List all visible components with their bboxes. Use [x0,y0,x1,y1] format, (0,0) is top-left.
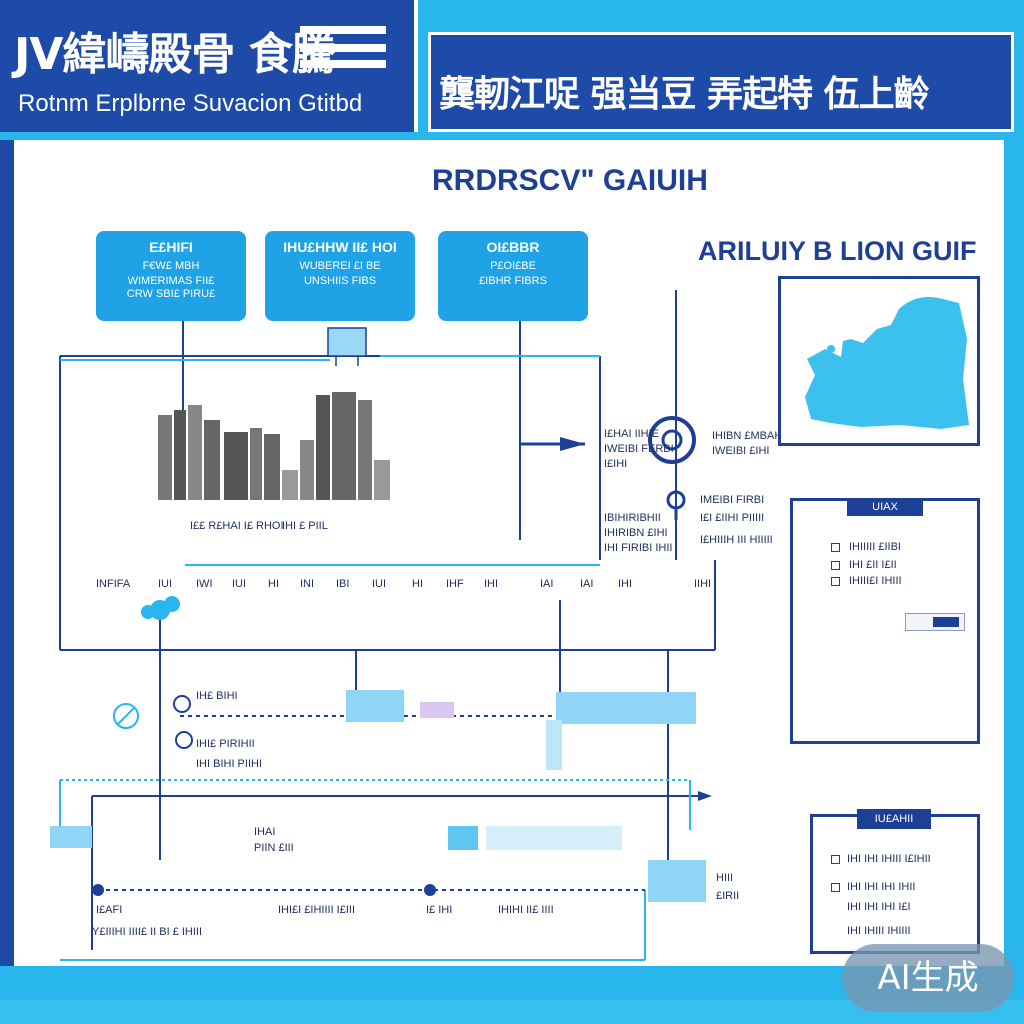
mini-button-fill [933,617,959,627]
bottom-mid-label: IHI£I £IHIIII I£III [278,904,356,916]
city-caption: I££ R£HAI I£ RHOI [190,520,284,532]
note-line: I£HIIIH III HIIIII [700,534,773,546]
card-line: P£OI£BE [490,260,536,272]
bottom-left-label: I£AFI [96,904,123,916]
map-icon [805,296,969,429]
header-bars-icon [300,20,386,68]
cloud-icon [141,596,180,620]
note-line: IHI BIHI PIIHI [196,758,263,770]
side-title: ARILUIY B LION GUIF [698,236,977,266]
map-location-icon [648,416,696,464]
card-line: UNSHIIS FIBS [303,275,377,287]
route-label: PIIN £III [254,842,294,854]
note-line: IWEIBI FERBI [604,443,674,455]
checkbox[interactable] [831,577,840,586]
timeline-tick: INI [300,578,315,590]
info-line: IHI £II I£II [849,559,897,571]
bottom-caption: Y£IIIHI IIII£ II BI £ IHIII [92,926,203,938]
note-line: I£HAI IIHIE [604,428,660,440]
info-box-details: IU£AHII IHI IHI IHIII I£IHII IHI IHI IHI… [810,809,980,954]
node-dot [424,884,436,896]
mini-chart-icon [448,826,622,850]
header-title-block: JV緯嶹殿骨 食騰 Rotnm Erplbrne Suvacion Gtitbd [0,0,418,132]
route-label: IHAI [254,826,276,838]
note-line: I£IHI [604,458,628,470]
card-line: F€W£ MBH [142,260,200,272]
timeline-tick: IHI [484,578,499,590]
pin-icon [666,490,686,520]
route-label: £IRII [716,890,740,902]
info-box-legend: UIAX IHIIIII £IIBI IHI £II I£II IHIII£I … [790,498,980,744]
city-skyline-icon [158,392,390,500]
note-line: IMEIBI FIRBI [700,494,765,506]
card-line: WIMERIMAS FII£ [127,275,215,287]
card-title: IHU£HHW II£ HOI [283,239,397,255]
ai-generated-badge: AI生成 [842,944,1014,1012]
node-dot [92,884,104,896]
timeline-tick: IUI [158,578,173,590]
note-line: I£I £IIHI PIIIII [700,512,765,524]
timeline-tick: IAI [540,578,554,590]
checkbox[interactable] [831,883,840,892]
info-card-2: IHU£HHW II£ HOI WUBEREI £I BE UNSHIIS FI… [265,231,415,321]
route-blocks [50,690,706,902]
card-line: CRW SBI£ PIRU£ [126,288,216,300]
bottom-mid-label-3: IHIHI II£ IIII [498,904,554,916]
card-line: £IBHR FIBRS [479,275,547,287]
note-line: IHIBN £MBAH [712,430,783,442]
timeline-tick: IBI [336,578,350,590]
info-line: IHI IHI IHI IHII [847,881,916,893]
basket-icon [327,327,367,366]
building-caption: IHI £ PIIL [282,520,328,532]
info-line: IHIII£I IHIII [849,575,902,587]
info-line: IHI IHI IHIII I£IHII [847,853,931,865]
compass-icon [113,703,139,729]
timeline-tick: IHF [446,578,464,590]
bottom-mid-label-2: I£ IHI [426,904,453,916]
card-title: OI£BBR [486,239,540,255]
region-map[interactable] [778,276,980,446]
checkbox[interactable] [831,543,840,552]
header-banner-text: 龔軔江哫 强当豆 弄起特 伍上齡 [439,74,930,115]
note-line: IHI£ PIRIHII [196,738,255,750]
left-stripe [0,140,14,966]
route-block-purple [420,702,454,718]
checkbox[interactable] [831,561,840,570]
note-line: IHI FIRIBI IHII [604,542,673,554]
info-box-tag: IU£AHII [857,809,931,829]
phone-icon [546,720,562,770]
header-subtitle: Rotnm Erplbrne Suvacion Gtitbd [18,90,363,117]
card-title: E£HIFI [149,239,193,255]
note-line: IH£ BIHI [196,690,238,702]
timeline-tick: IUI [372,578,387,590]
card-line: WUBEREI £I BE [299,260,381,272]
route-label: HIII [716,872,734,884]
diagram-title: RRDRSCV" GAIUIH [432,164,708,197]
timeline-tick: IAI [580,578,594,590]
checkbox[interactable] [831,855,840,864]
info-card-1: E£HIFI F€W£ MBH WIMERIMAS FII£ CRW SBI£ … [96,231,246,321]
timeline-tick: IIHI [694,578,712,590]
timeline-tick: IHI [618,578,633,590]
header-banner: 龔軔江哫 强当豆 弄起特 伍上齡 [428,32,1014,132]
info-box-tag: UIAX [847,498,923,516]
timeline-tick: IWI [196,578,213,590]
info-card-3: OI£BBR P£OI£BE £IBHR FIBRS [438,231,588,321]
info-line: IHI IHI IHI I£I [847,901,911,913]
info-line: IHIIIII £IIBI [849,541,901,553]
timeline-tick: HI [412,578,423,590]
note-line: IBIHIRIBHII [604,512,661,524]
timeline-tick: IUI [232,578,247,590]
header-title: JV緯嶹殿骨 食騰 [14,29,336,80]
note-line: IWEIBI £IHI [712,445,770,457]
note-line: IHIRIBN £IHI [604,527,668,539]
checkbox-icon [173,695,193,749]
timeline-start-label: INFIFA [96,578,131,590]
timeline-tick: HI [268,578,279,590]
info-line: IHI IHIII IHIIII [847,925,911,937]
